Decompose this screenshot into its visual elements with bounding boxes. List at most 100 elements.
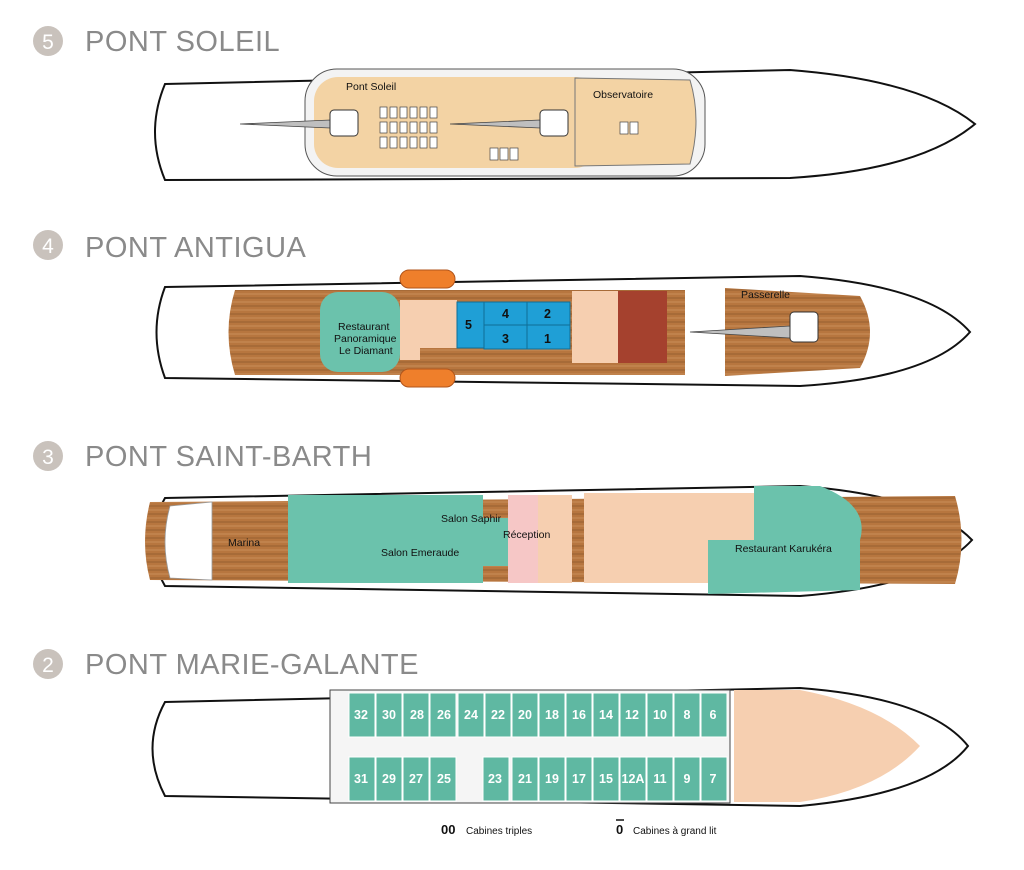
area-salon-emeraude: Salon Emeraude xyxy=(381,547,459,559)
cabin-label: 25 xyxy=(437,772,451,786)
deck-4-peach xyxy=(400,300,420,360)
deck-3-badge xyxy=(33,441,63,471)
deck-5-badge xyxy=(33,26,63,56)
deck-4-peach xyxy=(420,300,457,348)
tender-boat xyxy=(399,269,456,289)
deck-5: 5 PONT SOLEIL Pont Soleil Observatoire xyxy=(33,26,977,182)
cabin-label: 10 xyxy=(653,708,667,722)
cabin-label: 18 xyxy=(545,708,559,722)
cabin-label: 27 xyxy=(409,772,423,786)
marina-stairs xyxy=(164,501,213,581)
cabin-label: 17 xyxy=(572,772,586,786)
cabin-label: 22 xyxy=(491,708,505,722)
cabin-label: 7 xyxy=(710,772,717,786)
cabin-label: 19 xyxy=(545,772,559,786)
deck-2: 2 PONT MARIE-GALANTE 32 30 28 26 24 22 2… xyxy=(33,649,970,837)
cabin xyxy=(348,756,376,802)
cabin xyxy=(511,756,539,802)
cabin-label: 3 xyxy=(502,332,509,346)
reception xyxy=(508,495,538,583)
cabin-label: 2 xyxy=(544,307,551,321)
restaurant-le-diamant xyxy=(320,292,400,372)
deck-2-cabin-labels: 32 30 28 26 24 22 20 18 16 14 12 10 8 6 … xyxy=(354,708,716,786)
cabin xyxy=(565,692,593,738)
cabin-label: 28 xyxy=(410,708,424,722)
legend-triple-symbol: 00 xyxy=(441,822,455,837)
cabin xyxy=(402,692,430,738)
deck-3: 3 PONT SAINT-BARTH Marina Salon Emeraude… xyxy=(33,441,974,598)
deck-4-mast xyxy=(789,311,819,343)
cabin-label: 30 xyxy=(382,708,396,722)
deck-4: 4 PONT ANTIGUA 5 4 2 3 1 Restaurant Pano… xyxy=(33,230,972,388)
cabin-label: 21 xyxy=(518,772,532,786)
cabin-label: 8 xyxy=(684,708,691,722)
cabin-label: 16 xyxy=(572,708,586,722)
deck-4-badge xyxy=(33,230,63,260)
cabin xyxy=(646,692,674,738)
cabin xyxy=(457,692,485,738)
deck-3-peach xyxy=(538,495,572,583)
cabin xyxy=(619,692,647,738)
deck-4-cabins xyxy=(456,301,571,350)
deck-5-mast xyxy=(329,109,359,137)
cabin-label: 4 xyxy=(502,307,509,321)
cabin-label: 20 xyxy=(518,708,532,722)
deck-2-number: 2 xyxy=(42,654,54,677)
deck-4-peach xyxy=(572,291,619,363)
deck-2-title: PONT MARIE-GALANTE xyxy=(85,649,419,681)
deck-5-title: PONT SOLEIL xyxy=(85,26,280,58)
legend: 00 Cabines triples 0 Cabines à grand lit xyxy=(441,819,717,837)
cabin xyxy=(700,692,728,738)
deck-4-brick xyxy=(618,291,667,363)
cabin xyxy=(511,692,539,738)
cabin xyxy=(592,756,620,802)
cabin xyxy=(484,692,512,738)
cabin-label: 32 xyxy=(354,708,368,722)
cabin-label: 31 xyxy=(354,772,368,786)
cabin-label: 9 xyxy=(684,772,691,786)
area-salon-saphir: Salon Saphir xyxy=(441,513,502,525)
cabin xyxy=(673,692,701,738)
cabin xyxy=(646,756,674,802)
cabin-label: 24 xyxy=(464,708,478,722)
cabin-label: 15 xyxy=(599,772,613,786)
area-reception: Réception xyxy=(503,529,550,541)
area-le-diamant: Le Diamant xyxy=(339,345,393,357)
area-restaurant: Restaurant xyxy=(338,321,389,333)
deck-2-cabins xyxy=(348,692,728,802)
cabin-label: 5 xyxy=(465,318,472,332)
cabin xyxy=(565,756,593,802)
cabin xyxy=(429,692,457,738)
area-marina: Marina xyxy=(228,537,260,549)
cabin-label: 26 xyxy=(437,708,451,722)
deck-3-number: 3 xyxy=(42,446,54,469)
cabin xyxy=(348,692,376,738)
legend-double-label: Cabines à grand lit xyxy=(633,826,717,837)
cabin-label: 6 xyxy=(710,708,717,722)
tender-boat xyxy=(399,368,456,388)
area-observatoire: Observatoire xyxy=(593,89,653,101)
deck-2-crew-area xyxy=(734,690,920,802)
cabin xyxy=(429,756,457,802)
area-passerelle: Passerelle xyxy=(741,289,790,301)
cabin xyxy=(402,756,430,802)
cabin-label: 29 xyxy=(382,772,396,786)
area-pont-soleil: Pont Soleil xyxy=(346,81,396,93)
cabin xyxy=(538,756,566,802)
cabin-label: 12 xyxy=(625,708,639,722)
cabin-label: 14 xyxy=(599,708,613,722)
cabin-label: 11 xyxy=(653,772,666,786)
area-panoramique: Panoramique xyxy=(334,333,397,345)
deck-4-title: PONT ANTIGUA xyxy=(85,232,307,264)
cabin xyxy=(619,756,647,802)
legend-double-symbol: 0 xyxy=(616,822,623,837)
cabin-label: 23 xyxy=(488,772,502,786)
cabin xyxy=(375,756,403,802)
cabin xyxy=(482,756,510,802)
cabin-label: 1 xyxy=(544,332,551,346)
deck-5-mast xyxy=(539,109,569,137)
deck-2-badge xyxy=(33,649,63,679)
cabin xyxy=(375,692,403,738)
deck-5-loungers xyxy=(379,106,639,161)
